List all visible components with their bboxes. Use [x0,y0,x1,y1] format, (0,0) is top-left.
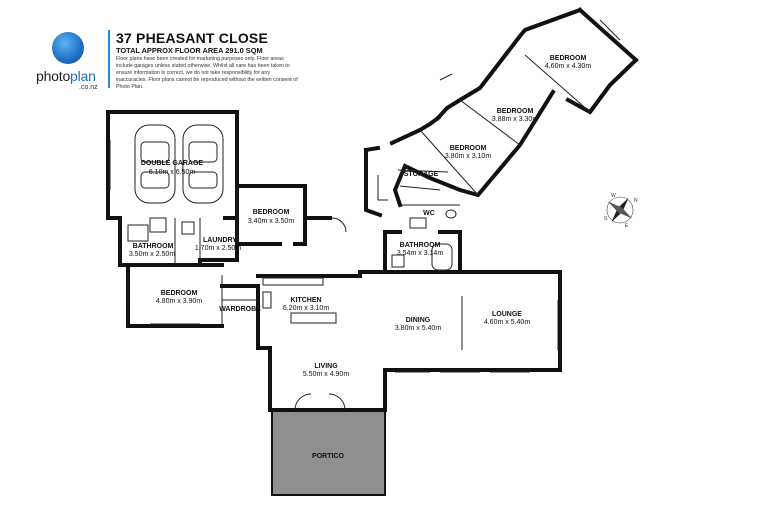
disclaimer-text: Floor plans have been created for market… [116,56,298,90]
header-divider [108,30,110,88]
main-living-walls [256,270,562,412]
logo-wordmark: photoplan [36,68,96,84]
room-label-living: LIVING [314,363,338,370]
house-logo-icon [52,32,84,64]
mid-bedroom-walls [235,184,307,246]
logo-word-photo: photo [36,68,71,84]
room-label-bathroom-left: BATHROOM [133,243,174,250]
compass-n: N [634,198,638,204]
door-swing [328,393,346,411]
room-label-bathroom-right: BATHROOM [400,242,441,249]
room-label-dining: DINING [406,317,431,324]
room-dims-living: 5.50m x 4.90m [303,371,349,378]
room-dims-bedroom-wing-2: 3.88m x 3.30m [492,116,538,123]
right-bathroom-walls [383,204,462,274]
room-dims-mid-bedroom: 3.40m x 3.50m [248,218,294,225]
wardrobe-walls [220,284,260,350]
room-dims-bedroom-wing-3: 4.60m x 4.30m [545,63,591,70]
room-dims-bedroom-left: 4.80m x 3.90m [156,298,202,305]
room-label-wc: WC [423,210,435,217]
room-label-portico: PORTICO [312,453,344,460]
compass-s: S [604,216,608,222]
room-label-bedroom-left: BEDROOM [161,290,198,297]
room-dims-bathroom-right: 3.54m x 3.14m [397,250,443,257]
room-label-mid-bedroom: BEDROOM [253,209,290,216]
room-dims-kitchen: 6.20m x 3.10m [283,305,329,312]
logo-domain: .co.nz [79,84,98,91]
floor-area-subtitle: TOTAL APPROX FLOOR AREA 291.0 SQM [116,46,263,55]
compass-e: E [625,223,629,229]
compass-w: W [611,193,616,199]
logo-word-plan: plan [70,68,96,84]
room-label-wardrobe: WARDROBE [219,306,261,313]
room-dims-double-garage: 6.10m x 6.50m [149,169,195,176]
kitchen-counters [262,277,337,324]
room-dims-laundry: 1.70m x 2.50m [195,245,241,252]
page-title: 37 PHEASANT CLOSE [116,30,268,46]
photoplan-logo: photoplan .co.nz [34,30,106,94]
room-dims-bathroom-left: 3.50m x 2.50m [129,251,175,258]
room-dims-bedroom-wing-1: 3.80m x 3.10m [445,153,491,160]
car-icon [134,124,176,204]
door-swing [331,217,347,233]
room-label-double-garage: DOUBLE GARAGE [141,160,204,167]
bedroom-wing-walls [363,7,639,218]
room-label-bedroom-wing-1: BEDROOM [450,145,487,152]
bathroom-laundry-walls [118,216,239,267]
room-label-storage: STORAGE [404,171,439,178]
room-dims-dining: 3.80m x 5.40m [395,325,441,332]
room-label-kitchen: KITCHEN [290,297,321,304]
compass-rose: N S E W [604,193,638,229]
car-icon [182,124,224,204]
room-dims-lounge: 4.60m x 5.40m [484,319,530,326]
room-label-lounge: LOUNGE [492,311,522,318]
room-label-bedroom-wing-3: BEDROOM [550,55,587,62]
door-swing [294,393,312,411]
room-label-laundry: LAUNDRY [203,237,237,244]
room-label-bedroom-wing-2: BEDROOM [497,108,534,115]
